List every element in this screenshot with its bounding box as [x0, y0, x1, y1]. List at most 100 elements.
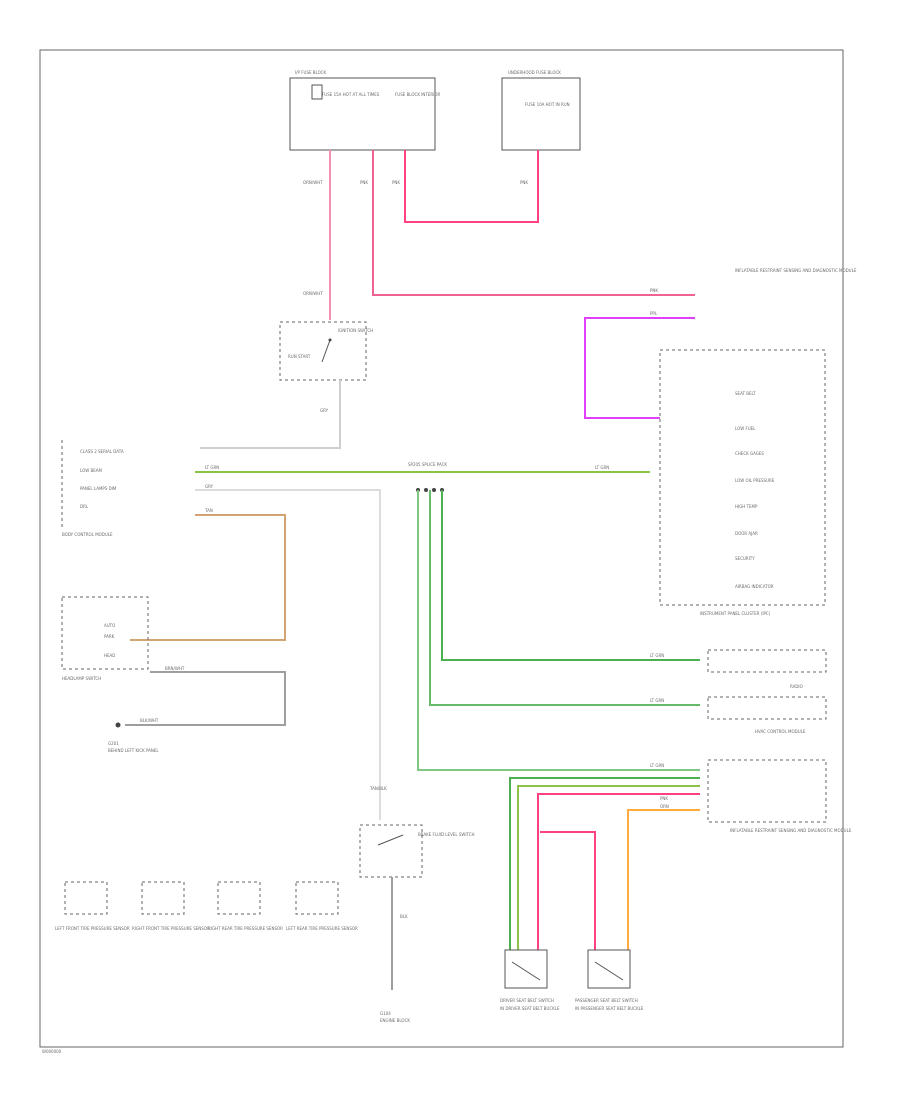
svg-text:LEFT REAR TIRE PRESSURE SENSOR: LEFT REAR TIRE PRESSURE SENSOR: [286, 926, 358, 931]
svg-text:RUN START: RUN START: [288, 354, 311, 359]
wire-belt-green-1: [509, 777, 700, 950]
svg-text:AIRBAG INDICATOR: AIRBAG INDICATOR: [735, 584, 774, 589]
svg-text:TAN: TAN: [204, 508, 213, 513]
svg-text:INFLATABLE RESTRAINT SENSING A: INFLATABLE RESTRAINT SENSING AND DIAGNOS…: [730, 828, 852, 833]
svg-text:PPL: PPL: [650, 311, 658, 316]
svg-text:PANEL LAMPS DIM: PANEL LAMPS DIM: [80, 486, 117, 491]
svg-text:PNK: PNK: [520, 180, 528, 185]
tire-sensor-lf: LEFT FRONT TIRE PRESSURE SENSOR: [55, 881, 130, 931]
wire-radio: [441, 490, 700, 661]
svg-text:FUSE 10A HOT IN RUN: FUSE 10A HOT IN RUN: [525, 102, 570, 107]
wire-belt-orange: [627, 809, 700, 950]
wire-sir: [417, 490, 700, 771]
svg-text:PASSENGER SEAT BELT SWITCH: PASSENGER SEAT BELT SWITCH: [575, 998, 638, 1003]
svg-text:INFLATABLE RESTRAINT SENSING A: INFLATABLE RESTRAINT SENSING AND DIAGNOS…: [735, 268, 857, 273]
svg-text:IN PASSENGER SEAT BELT BUCKLE: IN PASSENGER SEAT BELT BUCKLE: [575, 1006, 644, 1011]
svg-text:DOOR AJAR: DOOR AJAR: [735, 531, 758, 536]
frame-tag: W000000: [42, 1049, 62, 1054]
svg-text:INSTRUMENT PANEL CLUSTER (IPC): INSTRUMENT PANEL CLUSTER (IPC): [700, 611, 771, 616]
svg-text:BLK/WHT: BLK/WHT: [140, 718, 159, 723]
wire-fuse-underhood: [404, 150, 539, 223]
svg-text:GRY: GRY: [320, 408, 329, 413]
svg-text:RIGHT REAR TIRE PRESSURE SENSO: RIGHT REAR TIRE PRESSURE SENSOR: [208, 926, 283, 931]
svg-text:PNK: PNK: [392, 180, 400, 185]
svg-text:LEFT FRONT TIRE PRESSURE SENSO: LEFT FRONT TIRE PRESSURE SENSOR: [55, 926, 130, 931]
svg-text:HEADLAMP SWITCH: HEADLAMP SWITCH: [62, 676, 101, 681]
tire-sensor-lr: LEFT REAR TIRE PRESSURE SENSOR: [286, 881, 358, 931]
svg-text:GRY: GRY: [205, 484, 214, 489]
body-control-module: BODY CONTROL MODULE CLASS 2 SERIAL DATA …: [61, 440, 124, 537]
diagram-frame: [39, 49, 844, 1048]
svg-text:ORN/WHT: ORN/WHT: [303, 180, 323, 185]
hvac-module: HVAC CONTROL MODULE: [707, 696, 827, 734]
wire-bcm-dim: [195, 489, 381, 820]
svg-text:HEAD: HEAD: [104, 653, 115, 658]
svg-text:BRN/WHT: BRN/WHT: [165, 666, 185, 671]
wire-belt-green-2: [517, 785, 700, 950]
svg-text:LOW OIL PRESSURE: LOW OIL PRESSURE: [735, 478, 775, 483]
svg-text:UNDERHOOD FUSE BLOCK: UNDERHOOD FUSE BLOCK: [508, 70, 561, 75]
sir-module: INFLATABLE RESTRAINT SENSING AND DIAGNOS…: [707, 759, 852, 833]
svg-text:SECURITY: SECURITY: [735, 556, 755, 561]
svg-text:G104: G104: [380, 1011, 391, 1016]
svg-text:LT GRN: LT GRN: [650, 653, 664, 658]
ground-left: G201 BEHIND LEFT KICK PANEL: [108, 722, 159, 753]
svg-text:FUSE BLOCK INTERIOR: FUSE BLOCK INTERIOR: [395, 92, 440, 97]
tire-sensor-rf: RIGHT FRONT TIRE PRESSURE SENSOR: [132, 881, 210, 931]
wire-belt-red-r: [540, 831, 596, 950]
svg-text:ORN/WHT: ORN/WHT: [303, 291, 323, 296]
instrument-cluster: INSTRUMENT PANEL CLUSTER (IPC) SEAT BELT…: [659, 349, 826, 616]
wire-hl-ground: [150, 671, 286, 726]
svg-text:AUTO: AUTO: [104, 623, 115, 628]
svg-text:PNK: PNK: [660, 796, 668, 801]
svg-text:DRIVER SEAT BELT SWITCH: DRIVER SEAT BELT SWITCH: [500, 998, 554, 1003]
underhood-fuse-block: UNDERHOOD FUSE BLOCK FUSE 10A HOT IN RUN: [501, 70, 581, 151]
tire-sensor-rr: RIGHT REAR TIRE PRESSURE SENSOR: [208, 881, 283, 931]
svg-text:RIGHT FRONT TIRE PRESSURE SENS: RIGHT FRONT TIRE PRESSURE SENSOR: [132, 926, 210, 931]
fuse-block: I/P FUSE BLOCK FUSE 15A HOT AT ALL TIMES…: [289, 70, 440, 151]
svg-text:BLK: BLK: [400, 914, 408, 919]
svg-text:RADIO: RADIO: [790, 684, 803, 689]
svg-text:BODY CONTROL MODULE: BODY CONTROL MODULE: [62, 532, 113, 537]
svg-text:IGNITION SWITCH: IGNITION SWITCH: [338, 328, 373, 333]
svg-text:TAN/BLK: TAN/BLK: [369, 786, 387, 791]
svg-text:PNK: PNK: [650, 288, 658, 293]
svg-text:LT GRN: LT GRN: [595, 465, 609, 470]
wire-cluster-mag: [584, 317, 695, 419]
wire-hvac: [429, 490, 700, 706]
brake-fluid-switch: BRAKE FLUID LEVEL SWITCH G104 ENGINE BLO…: [359, 824, 475, 1023]
svg-text:BEHIND LEFT KICK PANEL: BEHIND LEFT KICK PANEL: [108, 748, 159, 753]
wire-fuse-cluster: [372, 150, 695, 296]
svg-text:LT GRN: LT GRN: [650, 698, 664, 703]
svg-text:FUSE 15A HOT AT ALL TIMES: FUSE 15A HOT AT ALL TIMES: [322, 92, 380, 97]
svg-text:LT GRN: LT GRN: [205, 465, 219, 470]
svg-text:G201: G201: [108, 741, 119, 746]
svg-text:LT GRN: LT GRN: [650, 763, 664, 768]
svg-text:BRAKE FLUID LEVEL SWITCH: BRAKE FLUID LEVEL SWITCH: [418, 832, 475, 837]
svg-text:PARK: PARK: [104, 634, 115, 639]
driver-belt-switch: DRIVER SEAT BELT SWITCH IN DRIVER SEAT B…: [500, 949, 560, 1011]
svg-text:SP205 SPLICE PACK: SP205 SPLICE PACK: [408, 462, 447, 467]
wire-belt-red-l: [537, 793, 700, 950]
wire-ign-bcm: [200, 380, 341, 449]
svg-text:ORN: ORN: [660, 804, 669, 809]
passenger-belt-switch: PASSENGER SEAT BELT SWITCH IN PASSENGER …: [575, 949, 644, 1011]
svg-text:HIGH TEMP: HIGH TEMP: [735, 504, 758, 509]
svg-text:IN DRIVER SEAT BELT BUCKLE: IN DRIVER SEAT BELT BUCKLE: [500, 1006, 560, 1011]
wire-bcm-headlamp: [130, 514, 286, 641]
svg-text:CHECK GAGES: CHECK GAGES: [735, 451, 764, 456]
svg-text:CLASS 2 SERIAL DATA: CLASS 2 SERIAL DATA: [80, 449, 124, 454]
headlamp-switch: HEADLAMP SWITCH AUTO PARK HEAD: [61, 596, 149, 681]
svg-text:SEAT BELT: SEAT BELT: [735, 391, 756, 396]
splice-pack: SP205 SPLICE PACK: [408, 462, 447, 492]
ignition-switch: IGNITION SWITCH RUN START: [279, 321, 373, 381]
svg-text:ENGINE BLOCK: ENGINE BLOCK: [380, 1018, 410, 1023]
svg-text:DRL: DRL: [80, 504, 89, 509]
radio-module: RADIO: [707, 649, 827, 689]
svg-text:LOW FUEL: LOW FUEL: [735, 426, 756, 431]
svg-text:HVAC CONTROL MODULE: HVAC CONTROL MODULE: [755, 729, 806, 734]
svg-text:PNK: PNK: [360, 180, 368, 185]
svg-text:I/P FUSE BLOCK: I/P FUSE BLOCK: [295, 70, 327, 75]
svg-text:LOW BEAM: LOW BEAM: [80, 468, 102, 473]
